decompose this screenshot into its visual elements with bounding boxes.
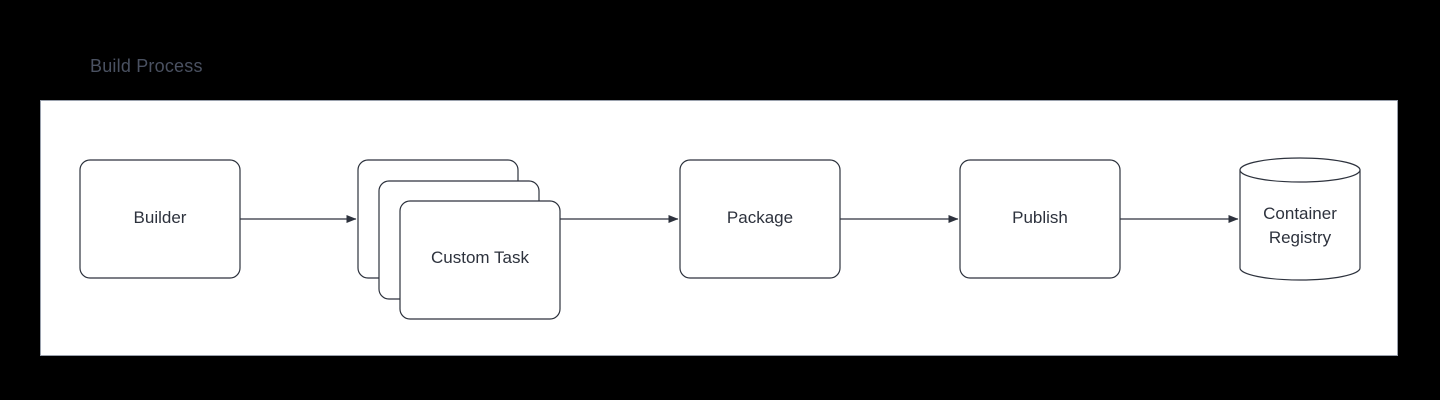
build-process-group-container	[40, 100, 1398, 356]
page-title: Build Process	[90, 56, 203, 76]
